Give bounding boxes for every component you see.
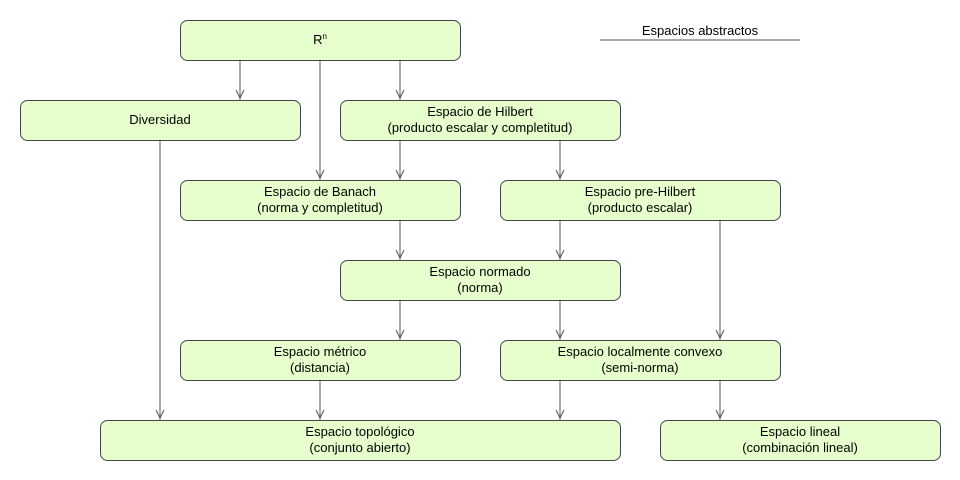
node-title: Espacio localmente convexo [558,344,723,359]
node-title: Espacio de Banach [264,184,376,199]
arrowhead-icon [395,249,405,260]
edge-normado-to-convexo [555,300,565,340]
node-banach: Espacio de Banach(norma y completitud) [180,180,461,221]
edge-rn-to-hilbert [395,60,405,100]
edges [155,60,725,420]
arrowhead-icon [395,169,405,180]
arrowhead-icon [315,409,325,420]
node-title: Espacio lineal [760,424,840,439]
edge-normado-to-metrico [395,300,405,340]
node-rn: Rn [180,20,461,61]
node-lineal: Espacio lineal(combinación lineal) [660,420,941,461]
edge-convexo-to-topologico [555,380,565,420]
edge-banach-to-normado [395,220,405,260]
arrowhead-icon [235,89,245,100]
node-box [100,420,621,461]
edge-hilbert-to-banach [395,140,405,180]
arrowhead-icon [155,409,165,420]
node-title-text: R [313,32,322,47]
arrowhead-icon [715,409,725,420]
node-box [500,340,781,381]
edge-hilbert-to-prehilbert [555,140,565,180]
edge-prehilbert-to-convexo [715,220,725,340]
node-box [340,260,621,301]
node-subtitle: (producto escalar y completitud) [388,120,573,135]
node-subtitle: (norma) [457,280,503,295]
node-title-text: Diversidad [129,112,190,127]
node-topologico: Espacio topológico(conjunto abierto) [100,420,621,461]
arrowhead-icon [395,89,405,100]
node-title: Diversidad [129,112,190,127]
node-box [500,180,781,221]
node-subtitle: (conjunto abierto) [309,440,410,455]
arrowhead-icon [315,169,325,180]
node-box [180,20,461,61]
node-subtitle: (distancia) [290,360,350,375]
node-convexo: Espacio localmente convexo(semi-norma) [500,340,781,381]
node-title: Espacio pre-Hilbert [585,184,696,199]
node-subtitle: (producto escalar) [588,200,693,215]
arrowhead-icon [715,329,725,340]
edge-prehilbert-to-normado [555,220,565,260]
node-subtitle: (norma y completitud) [257,200,383,215]
arrowhead-icon [555,409,565,420]
edge-rn-to-banach [315,60,325,180]
arrowhead-icon [555,169,565,180]
edge-diversidad-to-topologico [155,140,165,420]
node-hilbert: Espacio de Hilbert(producto escalar y co… [340,100,621,141]
node-metrico: Espacio métrico(distancia) [180,340,461,381]
arrowhead-icon [555,249,565,260]
node-normado: Espacio normado(norma) [340,260,621,301]
arrowhead-icon [395,329,405,340]
edge-convexo-to-lineal [715,380,725,420]
node-diversidad: Diversidad [20,100,301,141]
node-subtitle: (semi-norma) [601,360,678,375]
node-title: Espacio métrico [274,344,366,359]
edge-metrico-to-topologico [315,380,325,420]
node-subtitle: (combinación lineal) [742,440,858,455]
node-superscript: n [322,32,326,41]
arrowhead-icon [555,329,565,340]
node-box [180,340,461,381]
node-title: Rn [313,32,327,47]
node-box [340,100,621,141]
node-box [660,420,941,461]
edge-rn-to-diversidad [235,60,245,100]
node-box [180,180,461,221]
node-title: Espacio normado [429,264,530,279]
node-prehilbert: Espacio pre-Hilbert(producto escalar) [500,180,781,221]
diagram-title: Espacios abstractos [642,23,759,38]
node-title: Espacio topológico [305,424,414,439]
node-box [20,100,301,141]
node-title: Espacio de Hilbert [427,104,533,119]
